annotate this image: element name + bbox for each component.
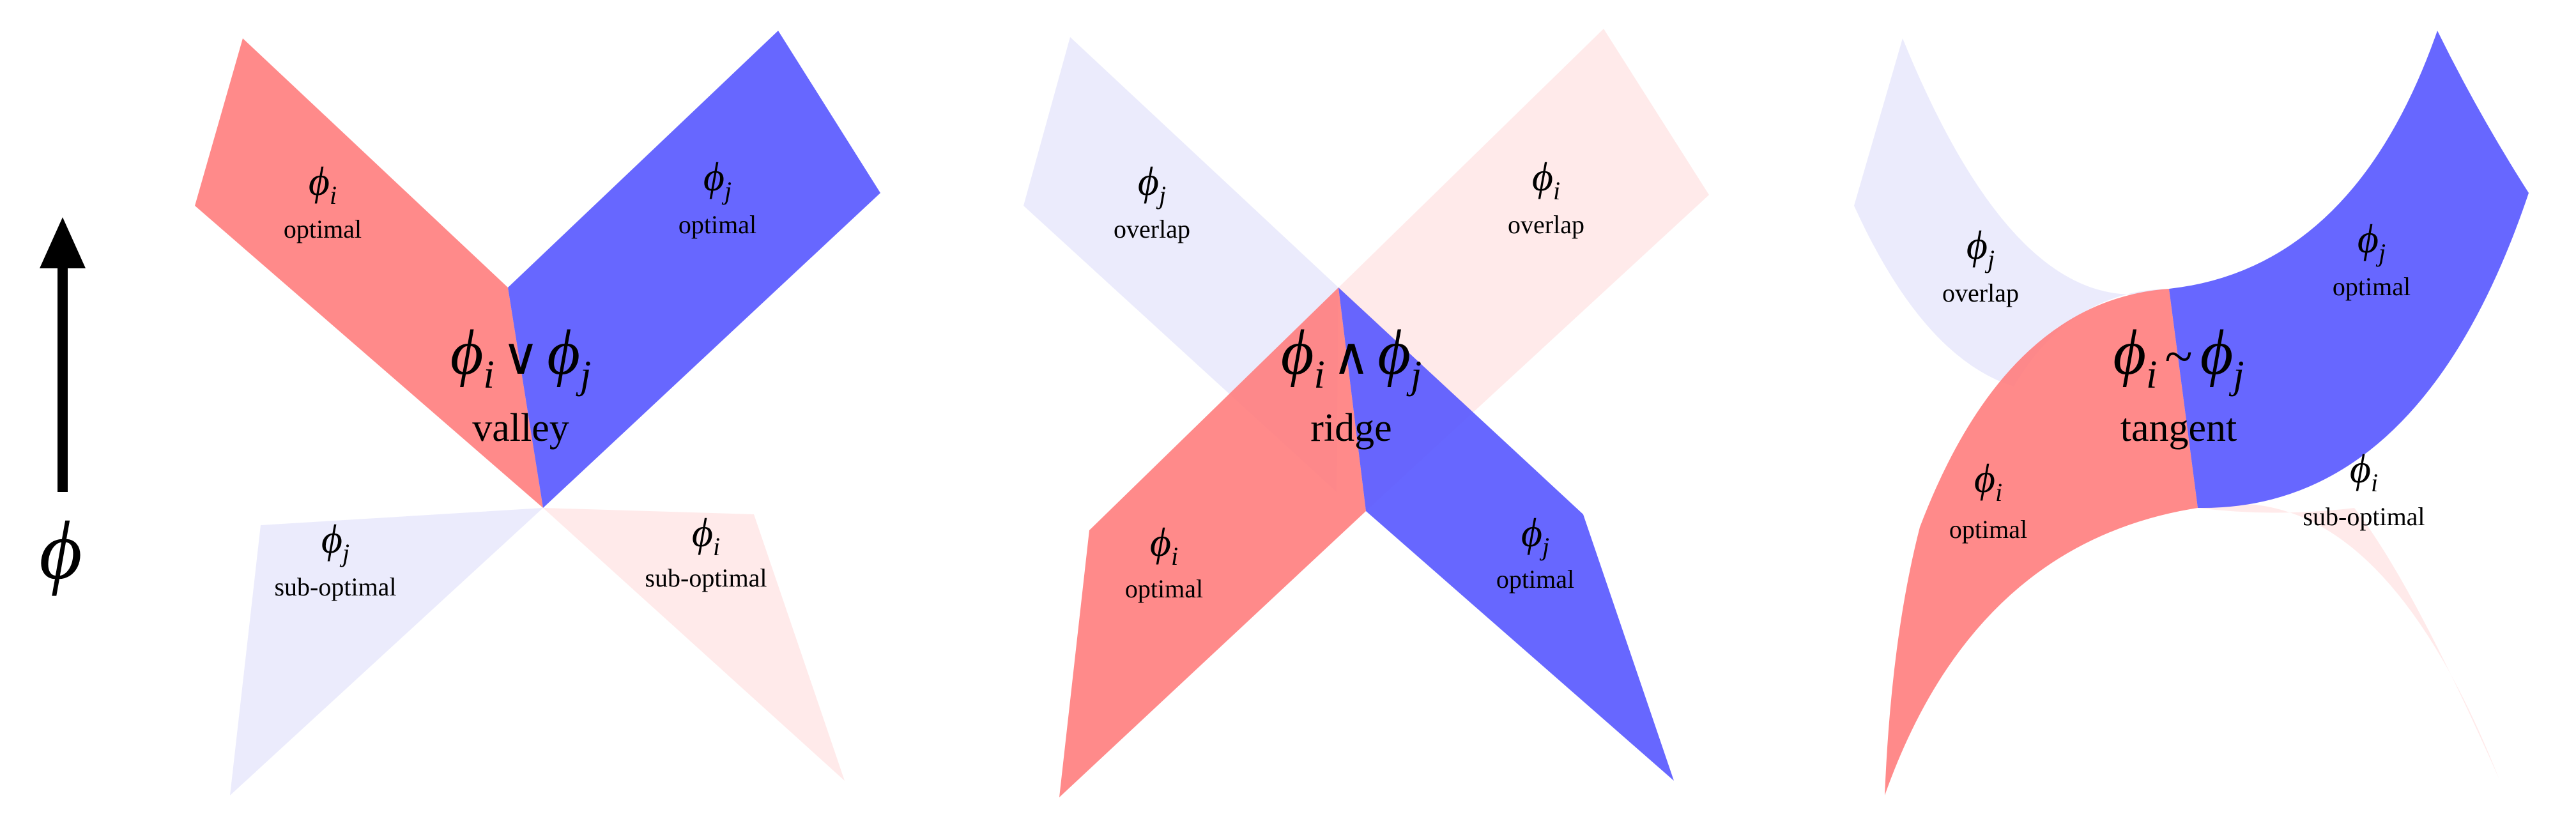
ridge-label-3: ϕi [1150,519,1178,571]
valley-label-2-text: optimal [678,210,756,239]
tangent-center-formula: ϕi~ϕj [2113,317,2244,397]
ridge-label-2: ϕi [1532,154,1560,205]
ridge-center-formula: ϕi∧ϕj [1281,317,1422,397]
band-phi-j-suboptimal [230,508,543,795]
band-phi-j-optimal [1338,288,1674,781]
ridge-label-2-text: overlap [1508,210,1584,239]
valley-label-4: ϕi [692,510,720,561]
valley-label-3-text: sub-optimal [274,572,396,601]
valley-label-2: ϕj [703,154,732,205]
phi-axis: ϕ [39,217,86,597]
band-phi-i-optimal [195,38,543,508]
band-phi-i-suboptimal [543,508,845,781]
tangent-label-3: ϕi [1974,456,2002,507]
band-phi-i-suboptimal [2198,503,2499,779]
valley-center-formula: ϕi∨ϕj [450,317,592,397]
ridge-label-4-text: optimal [1496,565,1574,594]
band-phi-j-optimal [508,31,880,508]
axis-arrow-head [40,217,86,268]
tangent-label-3-text: optimal [1949,515,2027,544]
ridge-center-word: ridge [1310,406,1392,450]
valley-label-4-text: sub-optimal [645,564,767,592]
panel-ridge: ϕj overlap ϕi overlap ϕi optimal ϕj opti… [1023,29,1709,797]
ridge-label-4: ϕj [1521,510,1549,561]
tangent-label-1: ϕj [1966,222,1995,273]
band-phi-i-optimal [1885,289,2198,795]
tangent-label-2: ϕj [2358,216,2386,267]
ridge-label-3-text: optimal [1125,574,1203,603]
panel-tangent: ϕj overlap ϕj optimal ϕi optimal ϕi sub-… [1854,31,2529,795]
tangent-label-4: ϕi [2350,446,2378,497]
tangent-label-4-text: sub-optimal [2303,502,2425,531]
panel-valley: ϕi optimal ϕj optimal ϕj sub-optimal ϕi … [195,31,880,795]
valley-label-3: ϕj [321,516,349,567]
tangent-label-2-text: optimal [2333,272,2411,301]
band-phi-i-optimal [1059,288,1366,797]
band-phi-j-overlap [1854,38,2169,387]
tangent-center-word: tangent [2120,406,2237,450]
valley-label-1: ϕi [309,158,337,210]
valley-center-word: valley [472,406,569,450]
tangent-label-1-text: overlap [1942,279,2019,307]
band-phi-j-optimal [2169,31,2529,509]
ridge-label-1: ϕj [1138,158,1166,210]
valley-label-1-text: optimal [284,215,362,243]
axis-symbol: ϕ [39,505,82,597]
ridge-label-1-text: overlap [1114,215,1190,243]
